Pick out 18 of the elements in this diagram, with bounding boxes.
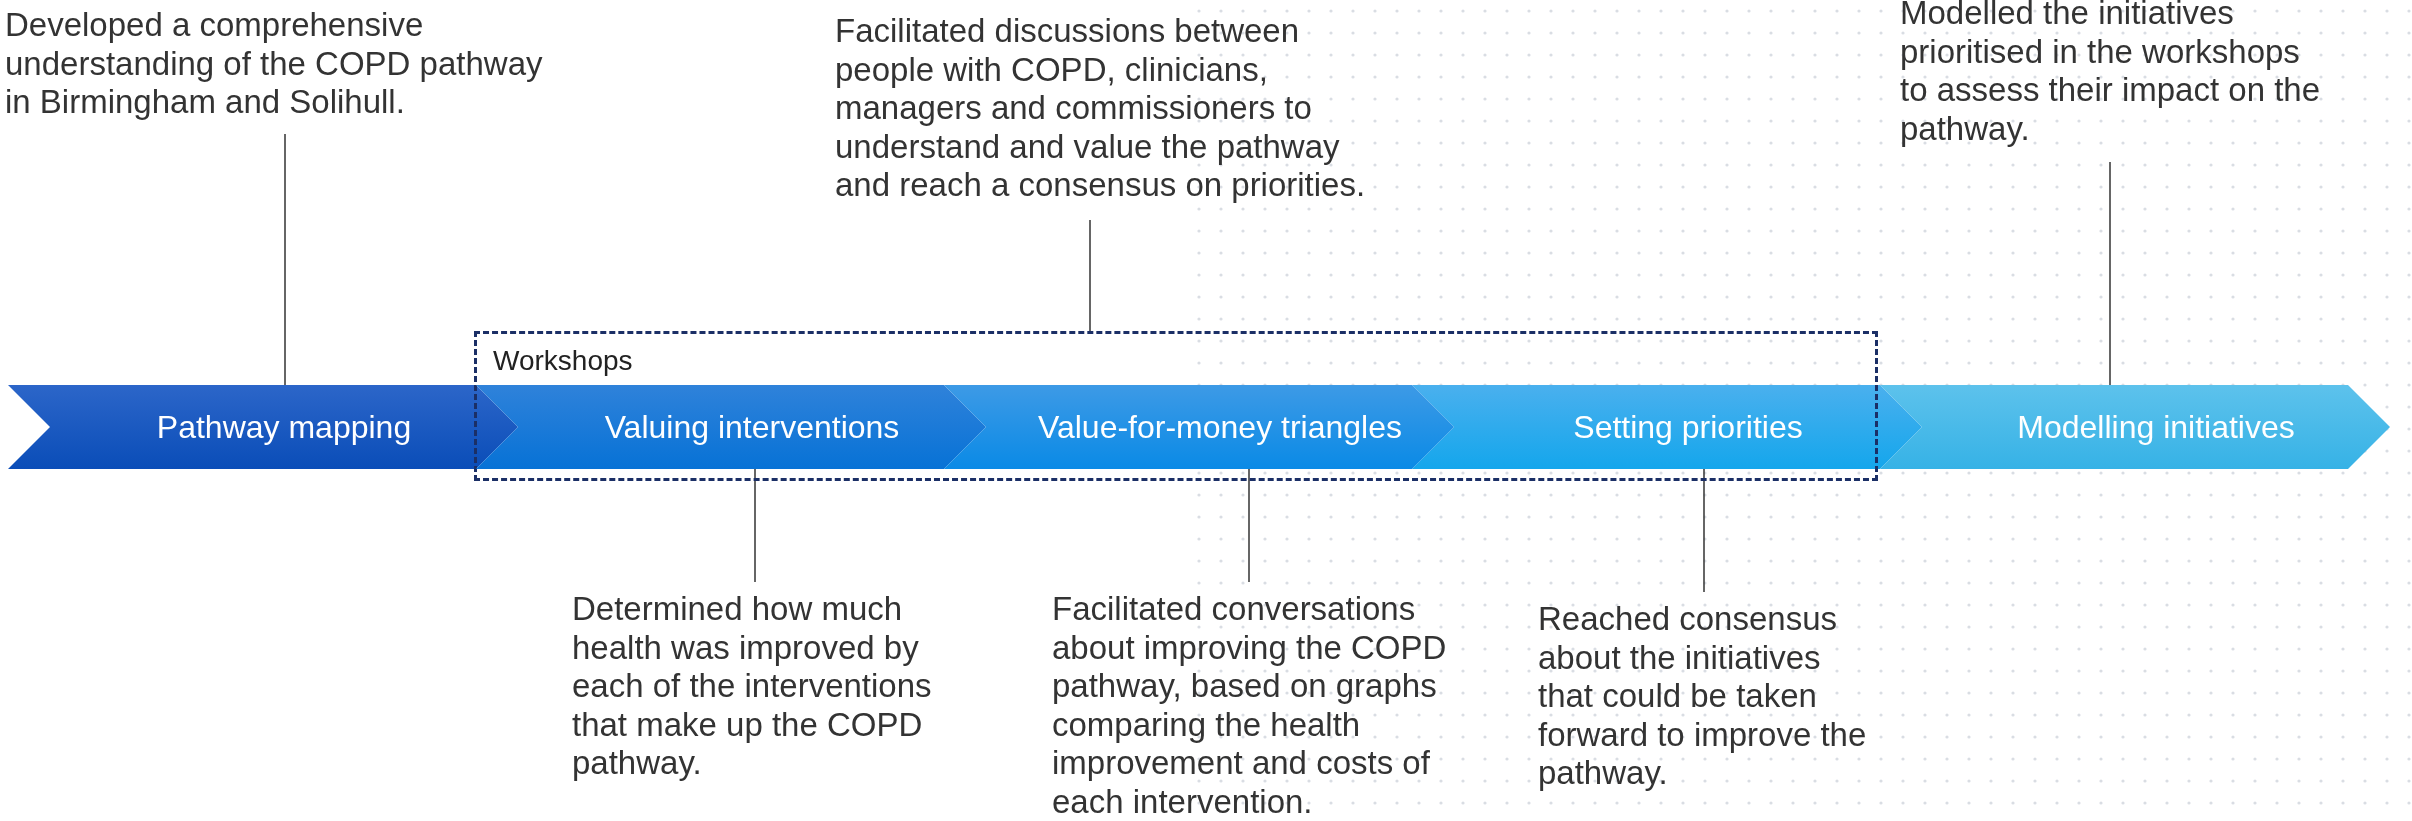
leader-line	[1089, 219, 1091, 332]
leader-line	[284, 133, 286, 386]
leader-line	[1248, 468, 1250, 583]
stage-label: Setting priorities	[1573, 408, 1803, 447]
stage-label: Value-for-money triangles	[1038, 408, 1402, 447]
description-text: Modelled the initiatives prioritised in the workshops to assess their impact on the pathway.	[1900, 0, 2322, 148]
stage-label: Valuing interventions	[604, 408, 900, 447]
leader-line	[2109, 161, 2111, 386]
stage-label: Pathway mapping	[156, 408, 412, 447]
description-text: Facilitated discussions between people with COPD, clinicians, managers and commissioners to understand and value the pathway and reach a consensus on priorities.	[835, 12, 1367, 205]
description-text: Determined how much health was improved by each of the interventions that make up the COPD pathway.	[572, 590, 933, 783]
leader-line	[1703, 468, 1705, 593]
description-text: Facilitated conversations about improving the COPD pathway, based on graphs comparing the health improvement and costs of each intervention.	[1052, 590, 1448, 821]
stage-label: Modelling initiatives	[2017, 408, 2295, 447]
description-text: Developed a comprehensive understanding of the COPD pathway in Birmingham and Solihull.	[5, 6, 544, 122]
leader-line	[754, 468, 756, 583]
group-label: Workshops	[493, 344, 633, 378]
description-text: Reached consensus about the initiatives that could be taken forward to improve the pathway.	[1538, 600, 1868, 793]
